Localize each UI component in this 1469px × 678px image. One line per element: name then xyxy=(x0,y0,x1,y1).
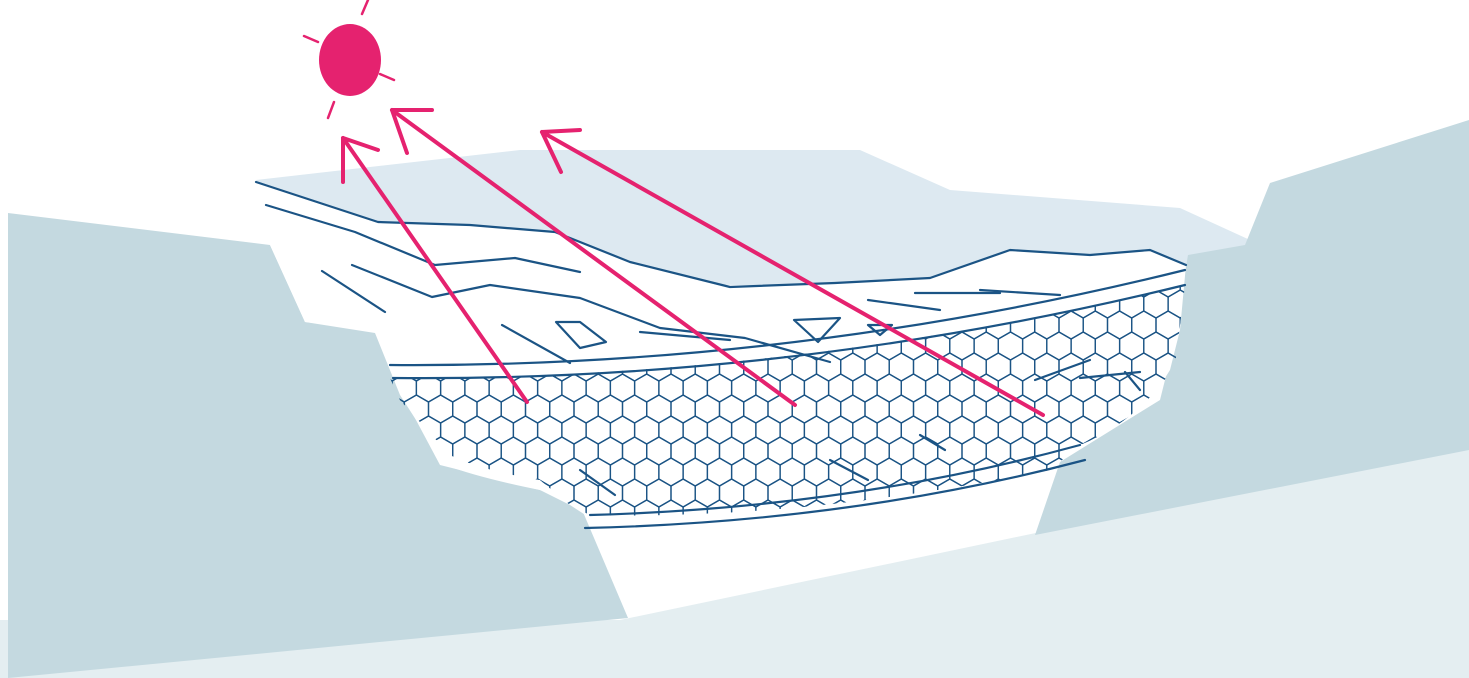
ice-crystal xyxy=(744,563,768,591)
ice-crystal xyxy=(720,521,744,549)
ice-crystal xyxy=(695,521,719,549)
ice-crystal xyxy=(950,500,974,528)
ice-crystal xyxy=(768,521,792,549)
ice-crystal xyxy=(659,542,683,570)
ice-crystal xyxy=(841,521,865,549)
ice-crystal xyxy=(792,521,816,549)
ice-crystal xyxy=(671,563,695,591)
ice-crystal xyxy=(914,521,938,549)
ice-crystal xyxy=(938,521,962,549)
ice-crystal xyxy=(877,500,901,528)
ice-crystal xyxy=(817,521,841,549)
ice-crystal xyxy=(889,521,913,549)
ice-crystal xyxy=(865,521,889,549)
ice-crystal xyxy=(635,584,659,612)
ice-crystal xyxy=(635,542,659,570)
ice-crystal xyxy=(695,563,719,591)
ice-crystal xyxy=(804,542,828,570)
ice-crystal xyxy=(853,542,877,570)
ice-crystal xyxy=(720,563,744,591)
ice-crystal xyxy=(683,542,707,570)
ice-crystal xyxy=(901,500,925,528)
ice-crystal xyxy=(926,500,950,528)
ice-crystal xyxy=(610,542,634,570)
ice-crystal xyxy=(780,542,804,570)
ice-crystal xyxy=(998,500,1022,528)
ice-crystal xyxy=(756,542,780,570)
ice-crystal xyxy=(744,521,768,549)
ice-crystal xyxy=(974,500,998,528)
ice-crystal xyxy=(732,542,756,570)
ice-crystal xyxy=(598,521,622,549)
ice-crystal xyxy=(829,542,853,570)
ice-crystal xyxy=(647,563,671,591)
ice-crystal xyxy=(707,542,731,570)
ice-crystal xyxy=(1011,479,1035,507)
sun-icon xyxy=(304,0,394,118)
ice-crystal xyxy=(623,563,647,591)
